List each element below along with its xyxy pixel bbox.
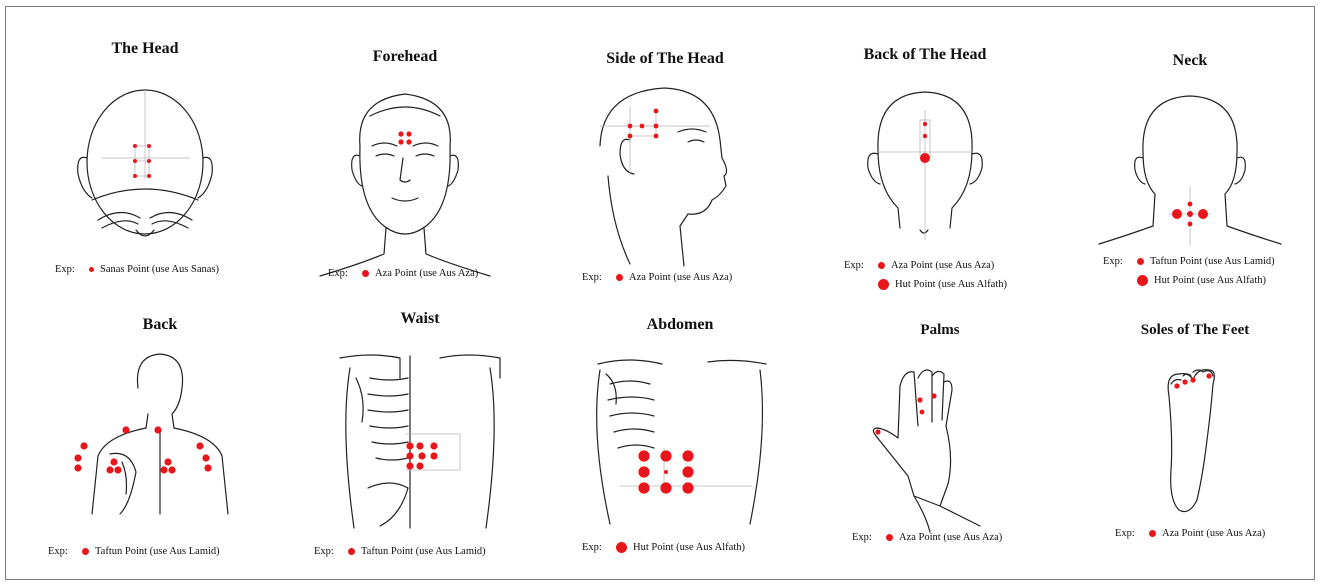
panel-title: Neck <box>1085 52 1295 70</box>
panel-soles-of-the-feet: Soles of The Feet Exp: Aza Point (use Au… <box>1085 310 1305 565</box>
point-marker-large <box>616 542 627 553</box>
legend-exp-label: Exp: <box>55 264 83 275</box>
sole-illustration <box>1085 350 1305 530</box>
legend-abdomen: Exp: Hut Point (use Aus Alfath) <box>582 542 745 553</box>
legend-neck: Exp: Taftun Point (use Aus Lamid) Hut Po… <box>1103 256 1275 286</box>
panel-title: Soles of The Feet <box>1085 322 1305 339</box>
legend-exp-label: Exp: <box>48 546 76 557</box>
panel-title: Forehead <box>300 48 510 66</box>
legend-exp-label: Exp: <box>328 268 356 279</box>
panel-title: Back <box>50 316 270 334</box>
head-side-illustration <box>560 76 770 266</box>
legend-row: Exp: Aza Point (use Aus Aza) <box>852 532 1002 543</box>
palm-illustration <box>830 356 1050 536</box>
aza-points <box>875 393 936 434</box>
panel-title: Palms <box>830 322 1050 339</box>
head-back-illustration <box>820 70 1030 260</box>
panel-waist: Waist Exp: Taftun Point (use Aus Lamid) <box>310 310 530 565</box>
legend-row: Exp: Aza Point (use Aus Aza) <box>582 272 732 283</box>
legend-text: Aza Point (use Aus Aza) <box>1162 528 1265 539</box>
point-marker-medium <box>616 274 623 281</box>
panel-title: Side of The Head <box>560 50 770 68</box>
legend-row: Exp: Taftun Point (use Aus Lamid) <box>48 546 220 557</box>
legend-row: Exp: Taftun Point (use Aus Lamid) <box>314 546 486 557</box>
legend-text: Hut Point (use Aus Alfath) <box>895 279 1007 290</box>
legend-exp-label: Exp: <box>582 272 610 283</box>
legend-text: Hut Point (use Aus Alfath) <box>633 542 745 553</box>
panel-neck: Neck Exp: Taftun Point (use Aus Lamid) H… <box>1085 40 1295 300</box>
legend-row: Exp: Hut Point (use Aus Alfath) <box>582 542 745 553</box>
panel-back: Back Exp: Taftun Point (use Aus Lamid) <box>50 310 270 565</box>
legend-text: Taftun Point (use Aus Lamid) <box>361 546 486 557</box>
legend-text: Aza Point (use Aus Aza) <box>375 268 478 279</box>
legend-exp-label: Exp: <box>582 542 610 553</box>
legend-row: Exp: Taftun Point (use Aus Lamid) <box>1103 256 1275 267</box>
point-marker-large <box>878 279 889 290</box>
panel-side-of-the-head: Side of The Head Exp: Aza Point (use Aus… <box>560 40 770 290</box>
point-marker-medium <box>348 548 355 555</box>
face-front-illustration <box>300 76 510 266</box>
legend-row: Exp: Aza Point (use Aus Aza) <box>1115 528 1265 539</box>
legend-side-of-the-head: Exp: Aza Point (use Aus Aza) <box>582 272 732 283</box>
point-marker-medium <box>362 270 369 277</box>
legend-text: Sanas Point (use Aus Sanas) <box>100 264 219 275</box>
head-top-illustration <box>40 70 250 260</box>
abdomen-illustration <box>570 344 790 544</box>
legend-row: Exp: Aza Point (use Aus Aza) <box>844 260 1007 271</box>
legend-row: Hut Point (use Aus Alfath) <box>844 279 1007 290</box>
taftun-points <box>74 426 211 473</box>
waist-skeleton-illustration <box>310 338 530 538</box>
point-marker-small <box>89 267 94 272</box>
point-marker-medium <box>886 534 893 541</box>
point-marker-large <box>1137 275 1148 286</box>
panel-title: Waist <box>310 310 530 328</box>
legend-row: Exp: Aza Point (use Aus Aza) <box>328 268 478 279</box>
panel-abdomen: Abdomen Exp: Hut Point (use Aus Alfath) <box>570 310 790 565</box>
legend-text: Aza Point (use Aus Aza) <box>891 260 994 271</box>
legend-exp-label: Exp: <box>1103 256 1131 267</box>
legend-text: Taftun Point (use Aus Lamid) <box>95 546 220 557</box>
legend-row: Exp: Sanas Point (use Aus Sanas) <box>55 264 219 275</box>
legend-palms: Exp: Aza Point (use Aus Aza) <box>852 532 1002 543</box>
panel-title: The Head <box>40 40 250 58</box>
legend-exp-label: Exp: <box>844 260 872 271</box>
point-marker-medium <box>878 262 885 269</box>
panel-title: Back of The Head <box>820 46 1030 64</box>
legend-text: Aza Point (use Aus Aza) <box>629 272 732 283</box>
legend-row: Hut Point (use Aus Alfath) <box>1103 275 1275 286</box>
legend-text: Taftun Point (use Aus Lamid) <box>1150 256 1275 267</box>
legend-the-head: Exp: Sanas Point (use Aus Sanas) <box>55 264 219 275</box>
legend-exp-label: Exp: <box>314 546 342 557</box>
legend-waist: Exp: Taftun Point (use Aus Lamid) <box>314 546 486 557</box>
panel-forehead: Forehead Exp: Aza Point (use Aus Aza) <box>300 40 510 290</box>
aza-points <box>628 109 659 139</box>
legend-back-of-the-head: Exp: Aza Point (use Aus Aza) Hut Point (… <box>844 260 1007 290</box>
neck-back-illustration <box>1085 76 1295 266</box>
hut-points <box>638 450 693 493</box>
legend-back: Exp: Taftun Point (use Aus Lamid) <box>48 546 220 557</box>
back-illustration <box>50 344 270 534</box>
legend-forehead: Exp: Aza Point (use Aus Aza) <box>328 268 478 279</box>
legend-soles-of-the-feet: Exp: Aza Point (use Aus Aza) <box>1115 528 1265 539</box>
panel-title: Abdomen <box>570 316 790 334</box>
panel-the-head: The Head Exp: Sanas Point (use Aus Sanas… <box>40 40 250 290</box>
panel-palms: Palms Exp: Aza Point (use Aus Aza) <box>830 310 1050 565</box>
legend-exp-label: Exp: <box>1115 528 1143 539</box>
point-marker-medium <box>1149 530 1156 537</box>
aza-points <box>398 131 411 144</box>
legend-text: Hut Point (use Aus Alfath) <box>1154 275 1266 286</box>
point-marker-medium <box>82 548 89 555</box>
neck-points <box>1172 202 1208 227</box>
taftun-points <box>406 442 437 469</box>
panel-back-of-the-head: Back of The Head Exp: Aza Point (use Aus… <box>820 40 1030 300</box>
legend-exp-label: Exp: <box>852 532 880 543</box>
legend-text: Aza Point (use Aus Aza) <box>899 532 1002 543</box>
point-marker-medium <box>1137 258 1144 265</box>
aza-points <box>1174 373 1211 388</box>
